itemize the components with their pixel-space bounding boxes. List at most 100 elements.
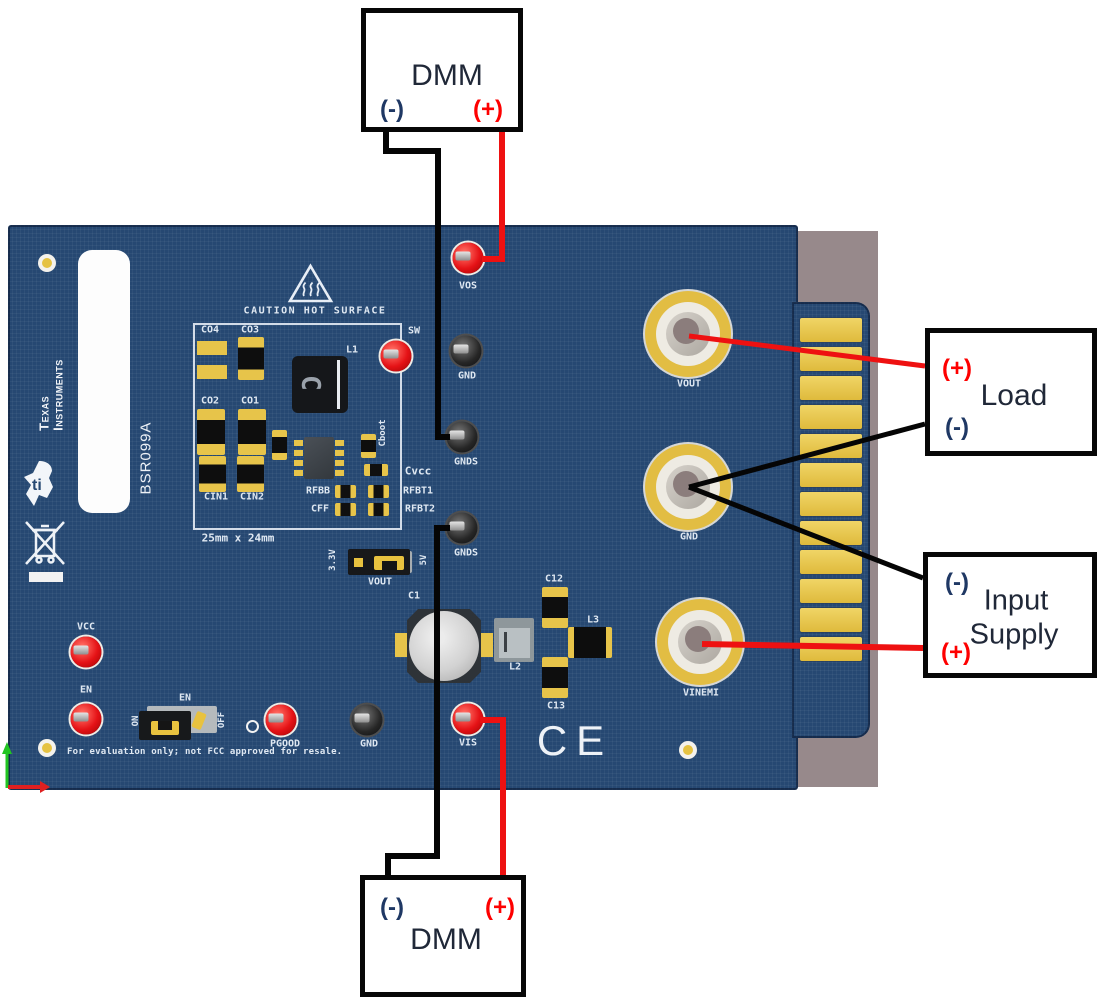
- component-label-co2: CO2: [200, 395, 220, 407]
- wire-gnd-to-load-negative: [688, 421, 926, 490]
- weee-icon: [25, 521, 65, 582]
- ic-pads-left: [294, 440, 303, 478]
- mounting-hole: [38, 254, 56, 272]
- dmm-bottom-name: DMM: [410, 923, 482, 956]
- testpoint-gnds-1: [446, 421, 478, 453]
- component-rfbb: [335, 485, 356, 498]
- testpoint-vis: [452, 703, 484, 735]
- component-small-cap: [272, 430, 287, 460]
- ce-mark: CE: [536, 717, 614, 764]
- component-label-c13: C13: [546, 700, 566, 712]
- testpoint-gnds-1-label: GNDS: [453, 456, 479, 468]
- component-rfbt1: [368, 485, 389, 498]
- input-supply-positive-terminal: (+): [941, 639, 971, 666]
- component-label-cvcc: Cvcc: [404, 464, 432, 478]
- component-label-co3: CO3: [240, 324, 260, 336]
- l2-marking: [504, 632, 507, 652]
- dmm-bottom-negative-terminal: (-): [380, 894, 404, 921]
- testpoint-pgood: [265, 704, 297, 736]
- load-name: Load: [980, 379, 1048, 412]
- connector-gnd: [645, 444, 731, 530]
- gold-finger: [800, 608, 862, 632]
- connector-vout-label: VOUT: [676, 378, 702, 390]
- dmm-top-positive-terminal: (+): [473, 96, 503, 123]
- input-supply-negative-terminal: (-): [945, 569, 969, 596]
- svg-text:ti: ti: [32, 477, 42, 494]
- en-switch-label: EN: [178, 692, 192, 704]
- dmm-bottom-box: (-) (+) DMM: [360, 875, 526, 997]
- component-cin1: [199, 456, 226, 492]
- testpoint-en-label: EN: [79, 684, 93, 696]
- testpoint-gnd-bottom: [351, 704, 383, 736]
- wire-gnd-to-supply-negative: [688, 484, 924, 581]
- wire-vout-to-load-positive: [688, 333, 926, 369]
- component-label-co4: CO4: [200, 324, 220, 336]
- testpoint-sw-label: SW: [407, 325, 421, 337]
- dmm-bottom-positive-terminal: (+): [485, 894, 515, 921]
- hot-surface-icon: [287, 263, 334, 303]
- ti-logo-icon: ti: [24, 461, 53, 506]
- en-switch-ring: [246, 720, 259, 733]
- component-ic: [304, 437, 334, 479]
- testpoint-vos: [452, 242, 484, 274]
- testpoint-gnds-2: [446, 512, 478, 544]
- testpoint-vcc-label: VCC: [76, 621, 96, 633]
- component-label-l2: L2: [508, 661, 522, 673]
- component-label-rfbt2: RFBT2: [404, 503, 436, 515]
- mounting-hole: [679, 741, 697, 759]
- dmm-top-negative-terminal: (-): [380, 96, 404, 123]
- mounting-hole: [38, 739, 56, 757]
- component-rfbt2: [368, 503, 389, 516]
- load-box: (+) Load (-): [925, 328, 1097, 456]
- testpoint-gnd-top-label: GND: [457, 370, 477, 382]
- component-cvcc: [364, 464, 388, 476]
- c1-pad-left: [395, 633, 408, 657]
- input-supply-box: (-) Input Supply (+): [923, 552, 1097, 678]
- testpoint-gnd-bottom-label: GND: [359, 738, 379, 750]
- origin-axes-icon: [2, 742, 50, 793]
- component-co1: [238, 409, 266, 455]
- wire-dmm-bottom-negative: [385, 525, 450, 877]
- component-c1-capacitor: [409, 611, 479, 681]
- testpoint-gnd-top: [450, 335, 482, 367]
- module-dimensions-label: 25mm x 24mm: [201, 531, 275, 545]
- label-area: [78, 250, 130, 513]
- component-l1-inductor: C: [292, 356, 348, 413]
- gold-finger: [800, 550, 862, 574]
- connector-vinemi-label: VINEMI: [682, 687, 720, 699]
- component-label-co1: CO1: [240, 395, 260, 407]
- edge-connector-tab: [792, 302, 870, 738]
- component-l3: [568, 627, 612, 658]
- wire-dmm-top-positive: [482, 132, 505, 262]
- testpoint-sw: [380, 340, 412, 372]
- testpoint-en: [70, 703, 102, 735]
- testpoint-pgood-label: PGOOD: [269, 738, 301, 750]
- input-supply-name-line2: Supply: [969, 618, 1059, 651]
- component-cff: [335, 503, 356, 516]
- component-label-l3: L3: [586, 614, 600, 626]
- testpoint-gnds-2-label: GNDS: [453, 547, 479, 559]
- ic-pads-right: [335, 440, 344, 478]
- connector-vout: [645, 291, 731, 377]
- component-label-rfbt1: RFBT1: [402, 485, 434, 497]
- dmm-top-box: DMM (-) (+): [361, 8, 523, 132]
- wire-dmm-bottom-positive: [480, 717, 506, 877]
- eval-notice: For evaluation only; not FCC approved fo…: [67, 747, 343, 757]
- testpoint-vcc: [70, 636, 102, 668]
- input-supply-name-line1: Input: [983, 584, 1049, 617]
- component-label-cin1: CIN1: [203, 491, 229, 503]
- gold-finger: [800, 376, 862, 400]
- gold-finger: [800, 405, 862, 429]
- component-c12: [542, 587, 568, 628]
- load-positive-terminal: (+): [942, 355, 972, 382]
- component-label-c12: C12: [544, 573, 564, 585]
- vout-jumper-label: VOUT: [367, 576, 393, 588]
- testpoint-vis-label: VIS: [458, 737, 478, 749]
- connector-gnd-label: GND: [679, 531, 699, 543]
- component-label-cin2: CIN2: [239, 491, 265, 503]
- gold-finger: [800, 579, 862, 603]
- component-co3: [238, 337, 264, 380]
- testpoint-vos-label: VOS: [458, 280, 478, 292]
- component-co2: [197, 409, 225, 455]
